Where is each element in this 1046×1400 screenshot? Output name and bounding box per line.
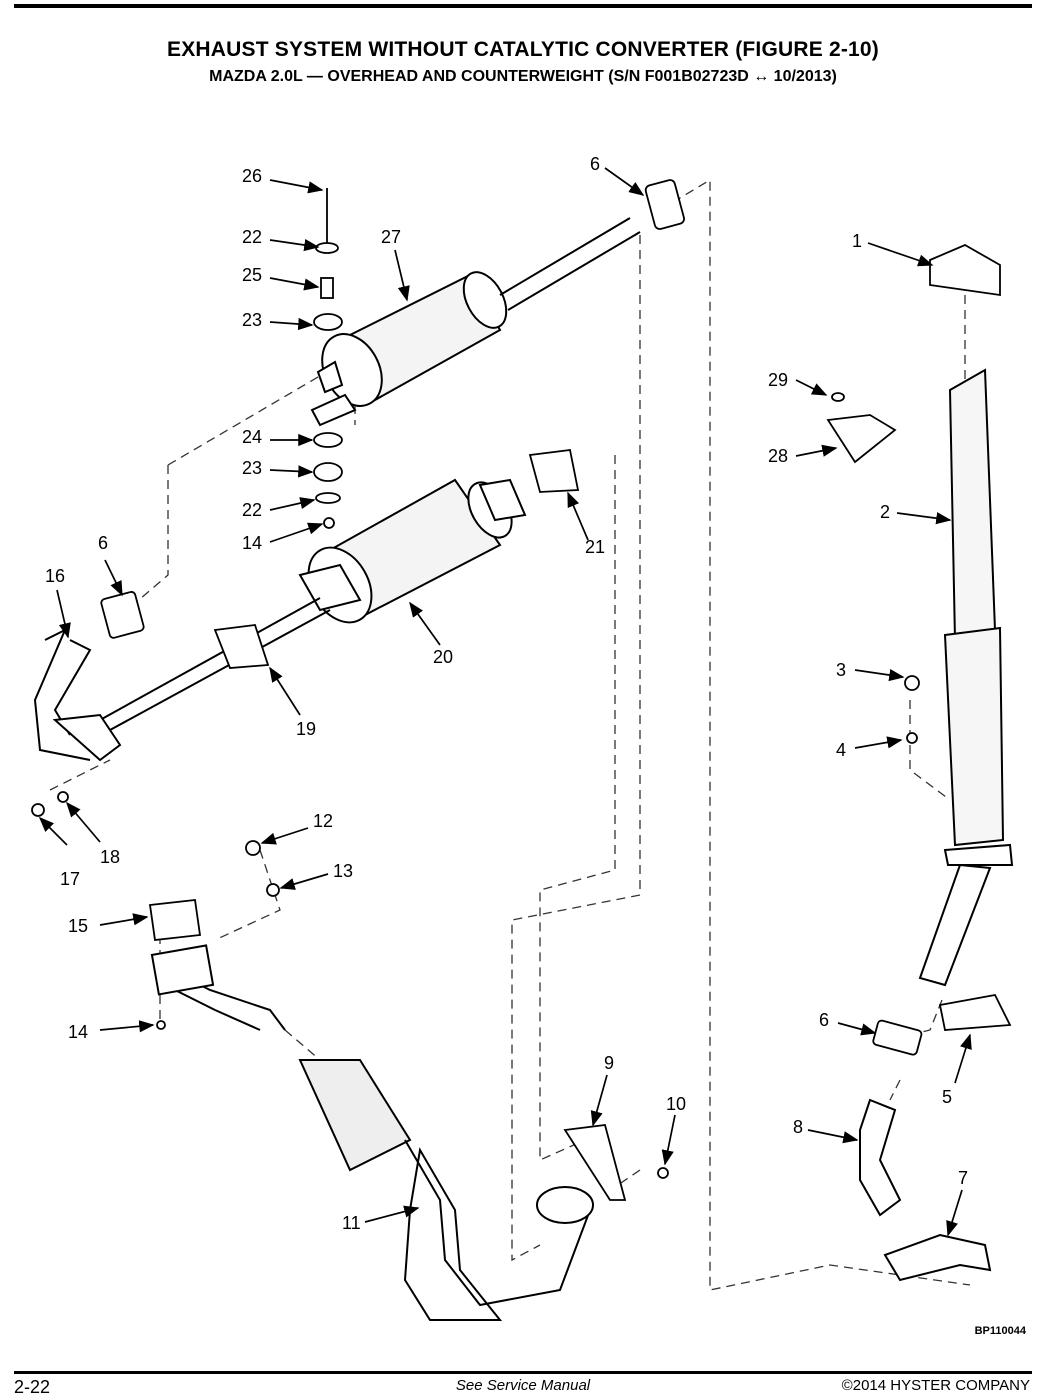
callout-4: 4 (836, 740, 846, 760)
callout-labels: 26 22 25 23 24 23 22 14 27 6 1 29 28 2 3… (45, 154, 968, 1233)
bottom-rule (14, 1371, 1032, 1374)
callout-18: 18 (100, 847, 120, 867)
callout-10: 10 (666, 1094, 686, 1114)
callout-5: 5 (942, 1087, 952, 1107)
callout-arrows (38, 167, 972, 1237)
front-pipe (33, 627, 122, 762)
figure-code: BP110044 (974, 1325, 1026, 1337)
rear-muffler (310, 217, 641, 427)
callout-6-right: 6 (819, 1010, 829, 1030)
callout-12: 12 (313, 811, 333, 831)
callout-6-top: 6 (590, 154, 600, 174)
lower-pipes (859, 1098, 992, 1282)
callout-17: 17 (60, 869, 80, 889)
callout-9: 9 (604, 1053, 614, 1073)
tailpipe (918, 368, 1014, 987)
front-muffler (99, 478, 527, 731)
callout-19: 19 (296, 719, 316, 739)
callout-22-bottom: 22 (242, 500, 262, 520)
copyright: ©2014 HYSTER COMPANY (841, 1377, 1030, 1394)
callout-28: 28 (768, 446, 788, 466)
page-number: 2-22 (14, 1377, 51, 1397)
callout-7: 7 (958, 1168, 968, 1188)
top-rule (14, 4, 1032, 8)
callout-29: 29 (768, 370, 788, 390)
callout-11: 11 (342, 1213, 361, 1233)
page-title: EXHAUST SYSTEM WITHOUT CATALYTIC CONVERT… (166, 38, 879, 61)
callout-2: 2 (880, 502, 890, 522)
callout-14-top: 14 (242, 533, 262, 553)
page-subtitle: MAZDA 2.0L — OVERHEAD AND COUNTERWEIGHT … (209, 68, 837, 85)
callout-16: 16 (45, 566, 65, 586)
assembly-lines (49, 178, 971, 1291)
callout-13: 13 (333, 861, 353, 881)
callout-3: 3 (836, 660, 846, 680)
inlet-pipe (150, 944, 594, 1321)
callout-6-left: 6 (98, 533, 108, 553)
callout-23-top: 23 (242, 310, 262, 330)
callout-8: 8 (793, 1117, 803, 1137)
callout-1: 1 (852, 231, 862, 251)
callout-27: 27 (381, 227, 401, 247)
service-note: See Service Manual (455, 1377, 591, 1394)
hardware (31, 179, 1012, 1201)
callout-25: 25 (242, 265, 262, 285)
callout-24: 24 (242, 427, 262, 447)
callout-23-bottom: 23 (242, 458, 262, 478)
callout-26: 26 (242, 166, 262, 186)
callout-14-bottom: 14 (68, 1022, 88, 1042)
callout-22-top: 22 (242, 227, 262, 247)
callout-20: 20 (433, 647, 453, 667)
callout-21: 21 (585, 537, 605, 557)
callout-15: 15 (68, 916, 88, 936)
